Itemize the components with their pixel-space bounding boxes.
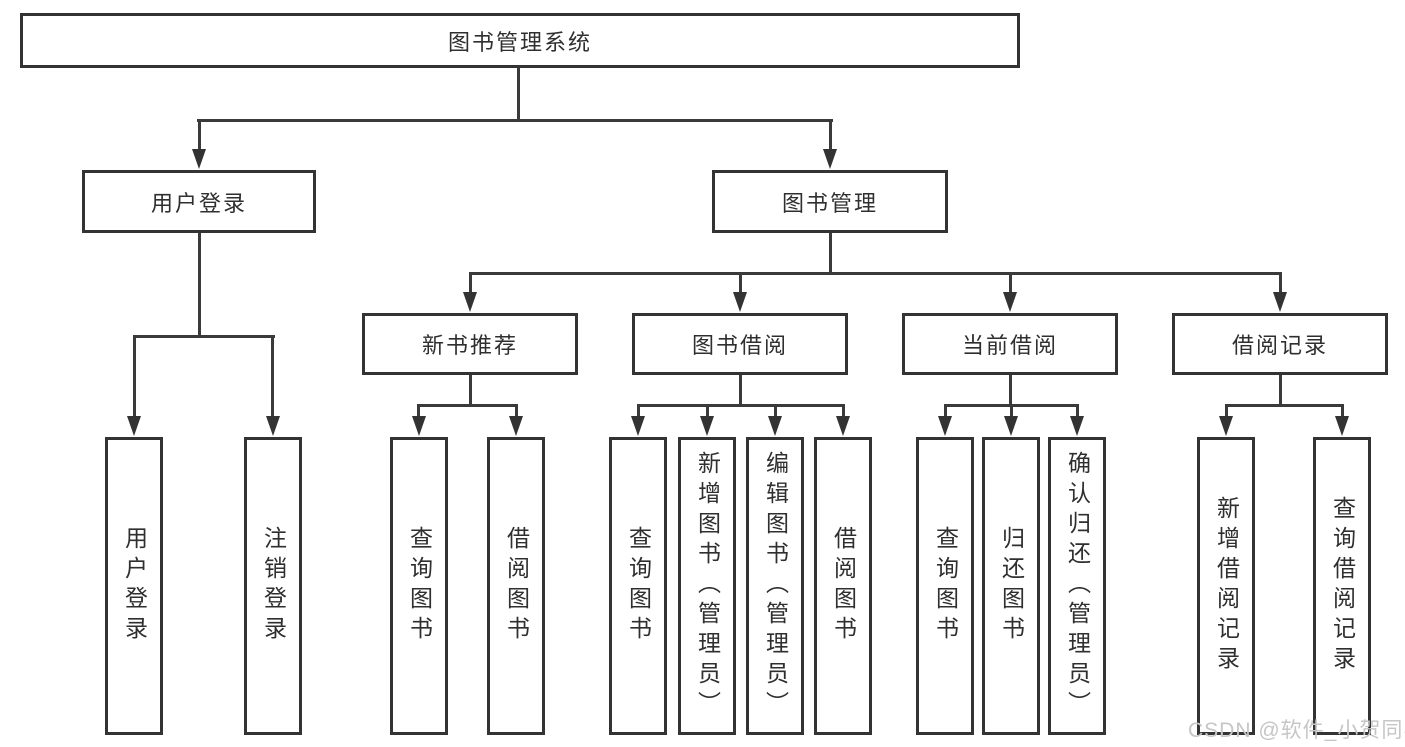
node-label: 新书推荐 <box>421 333 518 358</box>
node-new-book-recommendation: 新书推荐 <box>362 313 578 375</box>
arrow-down-icon <box>1219 416 1233 436</box>
node-label: 注销登录 <box>260 526 287 646</box>
connector-line <box>706 404 709 420</box>
node-label: 图书借阅 <box>691 333 788 358</box>
arrow-down-icon <box>509 416 523 436</box>
connector-line <box>417 404 420 420</box>
connector-line <box>1225 404 1344 407</box>
connector-line <box>517 68 520 121</box>
node-library-management-system: 图书管理系统 <box>20 13 1020 68</box>
arrow-down-icon <box>463 292 477 312</box>
arrow-down-icon <box>1003 292 1017 312</box>
connector-line <box>739 272 742 297</box>
connector-line <box>197 119 833 122</box>
connector-line <box>637 404 640 420</box>
node-book-borrowing: 图书借阅 <box>632 313 848 375</box>
arrow-down-icon <box>266 416 280 436</box>
connector-line <box>133 335 136 420</box>
connector-line <box>1279 272 1282 297</box>
connector-line <box>469 375 472 407</box>
node-label: 图书管理 <box>781 190 878 216</box>
arrow-down-icon <box>1004 416 1018 436</box>
arrow-down-icon <box>823 149 837 169</box>
node-current-borrowing: 当前借阅 <box>902 313 1118 375</box>
leaf-edit-books-admin: 编辑图书（管理员） <box>746 437 804 735</box>
arrow-down-icon <box>836 416 850 436</box>
arrow-down-icon <box>768 416 782 436</box>
node-label: 确认归还（管理员） <box>1064 451 1091 721</box>
leaf-add-books-admin: 新增图书（管理员） <box>678 437 736 735</box>
arrow-down-icon <box>631 416 645 436</box>
node-label: 查询图书 <box>406 526 433 646</box>
leaf-user-login: 用户登录 <box>105 437 163 735</box>
arrow-down-icon <box>1070 416 1084 436</box>
arrow-down-icon <box>192 149 206 169</box>
arrow-down-icon <box>938 416 952 436</box>
connector-line <box>944 404 947 420</box>
leaf-add-borrow-record: 新增借阅记录 <box>1197 437 1255 735</box>
node-label: 借阅图书 <box>503 526 530 646</box>
leaf-confirm-return-admin: 确认归还（管理员） <box>1048 437 1106 735</box>
connector-line <box>469 272 472 297</box>
leaf-query-books-current: 查询图书 <box>916 437 974 735</box>
leaf-query-borrow-record: 查询借阅记录 <box>1313 437 1371 735</box>
leaf-logout: 注销登录 <box>244 437 302 735</box>
connector-line <box>133 335 275 338</box>
node-borrowing-records: 借阅记录 <box>1172 313 1388 375</box>
arrow-down-icon <box>1335 416 1349 436</box>
node-label: 借阅记录 <box>1231 333 1328 358</box>
connector-line <box>1279 375 1282 407</box>
node-label: 查询借阅记录 <box>1329 496 1356 676</box>
arrow-down-icon <box>700 416 714 436</box>
connector-line <box>1076 404 1079 420</box>
node-book-management: 图书管理 <box>712 170 948 233</box>
connector-line <box>1010 404 1013 420</box>
connector-line <box>829 119 832 152</box>
arrow-down-icon <box>1273 292 1287 312</box>
connector-line <box>469 272 1282 275</box>
connector-line <box>1225 404 1228 420</box>
node-user-login: 用户登录 <box>82 170 316 233</box>
csdn-watermark: CSDN @软件_小贺同学 <box>1188 719 1405 742</box>
connector-line <box>829 233 832 274</box>
connector-line <box>637 404 845 407</box>
node-label: 新增图书（管理员） <box>694 451 721 721</box>
node-label: 归还图书 <box>998 526 1025 646</box>
node-label: 图书管理系统 <box>447 29 592 55</box>
connector-line <box>515 404 518 420</box>
connector-line <box>842 404 845 420</box>
leaf-query-books-borrow: 查询图书 <box>609 437 667 735</box>
leaf-borrow-books: 借阅图书 <box>814 437 872 735</box>
connector-line <box>1009 272 1012 297</box>
connector-line <box>1341 404 1344 420</box>
connector-line <box>1009 375 1012 407</box>
node-label: 当前借阅 <box>961 333 1058 358</box>
connector-line <box>774 404 777 420</box>
node-label: 新增借阅记录 <box>1213 496 1240 676</box>
node-label: 借阅图书 <box>830 526 857 646</box>
node-label: 编辑图书（管理员） <box>762 451 789 721</box>
arrow-down-icon <box>412 416 426 436</box>
node-label: 查询图书 <box>932 526 959 646</box>
node-label: 查询图书 <box>625 526 652 646</box>
arrow-down-icon <box>127 416 141 436</box>
leaf-query-books-rec: 查询图书 <box>390 437 448 735</box>
connector-line <box>198 233 201 337</box>
node-label: 用户登录 <box>150 190 247 216</box>
leaf-borrow-books-rec: 借阅图书 <box>487 437 545 735</box>
arrow-down-icon <box>733 292 747 312</box>
connector-line <box>271 335 274 420</box>
node-label: 用户登录 <box>121 526 148 646</box>
leaf-return-books: 归还图书 <box>982 437 1040 735</box>
connector-line <box>739 375 742 407</box>
connector-line <box>417 404 518 407</box>
connector-line <box>198 119 201 152</box>
